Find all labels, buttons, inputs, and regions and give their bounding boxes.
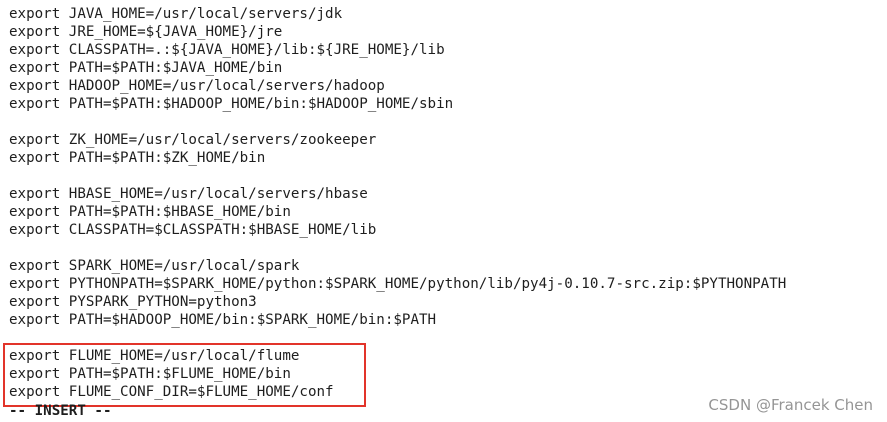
editor-line[interactable]: export PATH=$PATH:$JAVA_HOME/bin [9, 60, 283, 76]
editor-line-blank[interactable] [9, 113, 786, 131]
editor-line[interactable]: export PATH=$PATH:$HADOOP_HOME/bin:$HADO… [9, 96, 454, 112]
editor-line[interactable]: export PYTHONPATH=$SPARK_HOME/python:$SP… [9, 276, 787, 292]
editor-line-flume-path[interactable]: export PATH=$PATH:$FLUME_HOME/bin [9, 366, 291, 382]
editor-line-blank[interactable] [9, 167, 786, 185]
editor-line[interactable]: export JRE_HOME=${JAVA_HOME}/jre [9, 24, 283, 40]
editor-line-blank[interactable] [9, 239, 786, 257]
editor-line[interactable]: export CLASSPATH=.:${JAVA_HOME}/lib:${JR… [9, 42, 445, 58]
editor-line[interactable]: export CLASSPATH=$CLASSPATH:$HBASE_HOME/… [9, 222, 377, 238]
editor-line[interactable]: export ZK_HOME=/usr/local/servers/zookee… [9, 132, 377, 148]
editor-line[interactable]: export SPARK_HOME=/usr/local/spark [9, 258, 300, 274]
editor-line-flume-home[interactable]: export FLUME_HOME=/usr/local/flume [9, 348, 300, 364]
editor-line-flume-conf[interactable]: export FLUME_CONF_DIR=$FLUME_HOME/conf [9, 384, 334, 400]
editor-line[interactable]: export HADOOP_HOME=/usr/local/servers/ha… [9, 78, 385, 94]
editor-line[interactable]: export PATH=$PATH:$HBASE_HOME/bin [9, 204, 291, 220]
editor-text-area[interactable]: export JAVA_HOME=/usr/local/servers/jdk … [9, 5, 786, 401]
watermark-text: CSDN @Francek Chen [708, 396, 873, 414]
editor-line[interactable]: export JAVA_HOME=/usr/local/servers/jdk [9, 6, 343, 22]
editor-line[interactable]: export HBASE_HOME=/usr/local/servers/hba… [9, 186, 368, 202]
editor-line[interactable]: export PATH=$PATH:$ZK_HOME/bin [9, 150, 266, 166]
editor-line[interactable]: export PYSPARK_PYTHON=python3 [9, 294, 257, 310]
vim-mode-indicator: -- INSERT -- [9, 403, 112, 419]
highlight-annotation-box [3, 343, 366, 407]
editor-line[interactable]: export PATH=$HADOOP_HOME/bin:$SPARK_HOME… [9, 312, 437, 328]
